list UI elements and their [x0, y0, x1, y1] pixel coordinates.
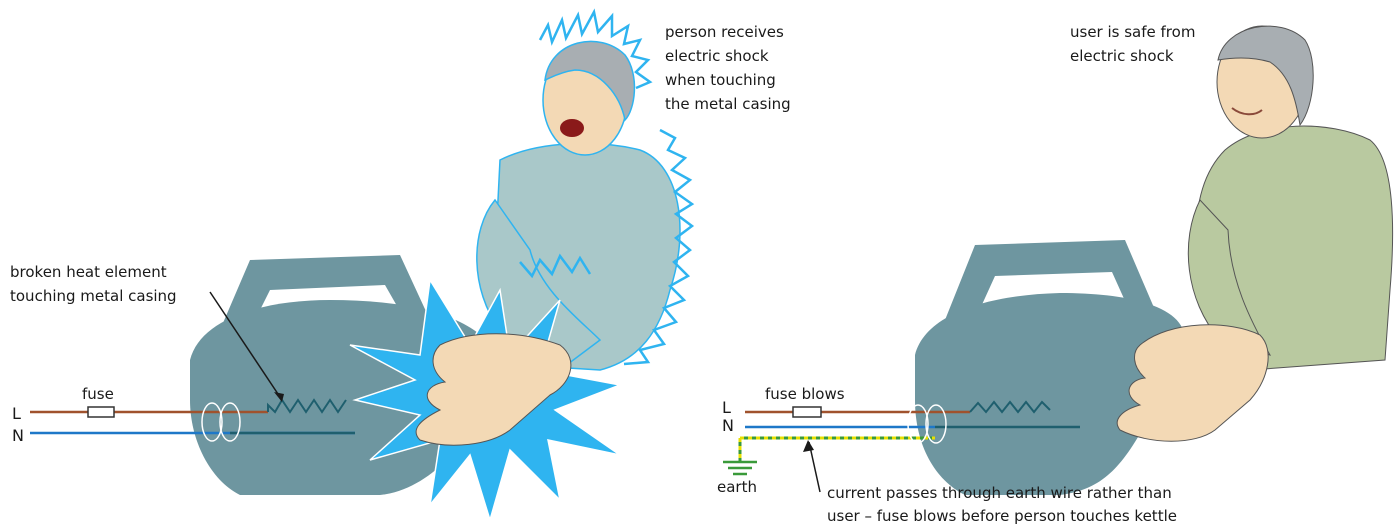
earth-caption-line-1: current passes through earth wire rather…	[827, 484, 1172, 502]
right-neutral-label: N	[722, 416, 734, 435]
earth-arrow-icon	[803, 440, 814, 452]
left-neutral-label: N	[12, 426, 24, 445]
earth-wire-yellow	[740, 438, 935, 462]
shocked-person	[477, 12, 692, 370]
left-fuse-label: fuse	[82, 385, 114, 403]
safe-person	[1188, 26, 1392, 370]
shock-caption-line-1: person receives	[665, 23, 784, 41]
right-fuse-icon	[793, 407, 821, 417]
right-panel: user is safe from electric shock fuse bl…	[717, 23, 1393, 525]
left-fuse-icon	[88, 407, 114, 417]
shocked-mouth	[560, 119, 584, 137]
shock-caption-line-2: electric shock	[665, 47, 769, 65]
right-live-label: L	[722, 398, 731, 417]
element-caption-line-1: broken heat element	[10, 263, 167, 281]
earth-caption-line-2: user – fuse blows before person touches …	[827, 507, 1177, 525]
left-panel: person receives electric shock when touc…	[10, 12, 791, 520]
left-live-label: L	[12, 404, 21, 423]
element-caption-line-2: touching metal casing	[10, 287, 177, 305]
shock-caption-line-4: the metal casing	[665, 95, 791, 113]
earth-symbol-icon	[723, 462, 757, 474]
earth-wire-green	[740, 438, 935, 462]
safe-caption-line-1: user is safe from	[1070, 23, 1195, 41]
earth-label: earth	[717, 478, 757, 496]
shock-caption-line-3: when touching	[665, 71, 776, 89]
safe-caption-line-2: electric shock	[1070, 47, 1174, 65]
right-fuse-label: fuse blows	[765, 385, 845, 403]
